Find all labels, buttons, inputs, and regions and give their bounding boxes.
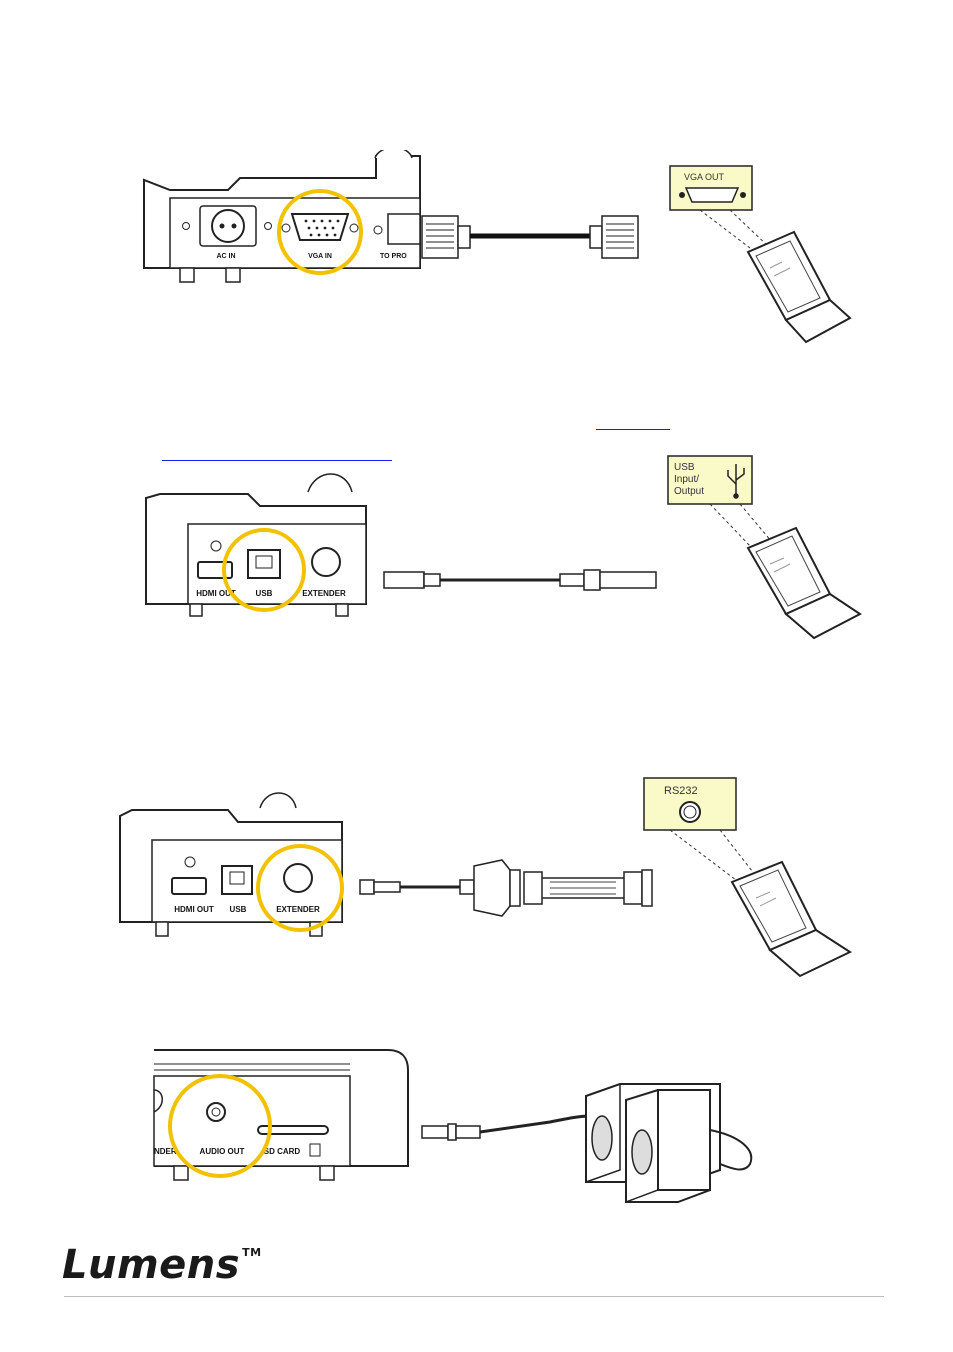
- rs232-label: RS232: [664, 785, 698, 797]
- camera-rear-rs232: HDMI OUT USB EXTENDER: [119, 792, 343, 937]
- usb-callout: USB Input/ Output: [667, 455, 773, 547]
- vga-out-label: VGA OUT: [684, 172, 725, 182]
- link-underline-1[interactable]: [596, 429, 670, 430]
- vga-out-callout: VGA OUT: [669, 165, 771, 249]
- rs232-cable: [359, 859, 653, 917]
- audio-cable: [421, 1114, 591, 1141]
- laptop-icon: [746, 526, 862, 640]
- usb-callout-line2: Input/: [674, 474, 699, 485]
- usb-label: USB: [230, 905, 247, 914]
- camera-rear-audio: NDER AUDIO OUT SD CARD: [153, 1049, 409, 1181]
- usb-connection-illustration: HDMI OUT USB EXTENDER USB Input/ Output: [140, 450, 870, 650]
- rs232-connection-illustration: HDMI OUT USB EXTENDER RS232: [110, 770, 870, 1000]
- camera-rear-usb: HDMI OUT USB EXTENDER: [145, 473, 367, 617]
- vga-connection-illustration: AC IN VGA IN TO PRO VGA OUT: [130, 150, 860, 360]
- usb-callout-line3: Output: [674, 486, 704, 497]
- laptop-icon: [746, 230, 852, 344]
- vga-in-highlight-ring: [277, 189, 363, 275]
- speakers-icon: [585, 1083, 753, 1203]
- vga-cable: [421, 215, 639, 259]
- audio-connection-illustration: NDER AUDIO OUT SD CARD: [150, 1040, 770, 1210]
- extender-label: EXTENDER: [302, 589, 346, 598]
- usb-highlight-ring: [222, 528, 306, 612]
- usb-callout-line1: USB: [674, 462, 695, 473]
- trademark-mark: TM: [242, 1246, 262, 1259]
- brand-name: Lumens: [62, 1242, 241, 1288]
- rs232-callout: RS232: [643, 777, 757, 881]
- laptop-icon: [730, 860, 853, 978]
- to-pro-label: TO PRO: [380, 253, 407, 260]
- link-underline-2[interactable]: [162, 460, 392, 461]
- hdmi-out-label: HDMI OUT: [196, 589, 236, 598]
- sd-card-label: SD CARD: [264, 1147, 301, 1156]
- ac-in-label: AC IN: [216, 253, 235, 260]
- vga-in-label: VGA IN: [308, 253, 332, 260]
- usb-label: USB: [256, 589, 273, 598]
- audio-out-highlight-ring: [168, 1074, 272, 1178]
- hdmi-out-label: HDMI OUT: [174, 905, 214, 914]
- usb-cable: [383, 569, 657, 591]
- extender-highlight-ring: [256, 844, 344, 932]
- audio-out-label: AUDIO OUT: [200, 1147, 245, 1156]
- extender-partial-label: NDER: [154, 1147, 177, 1156]
- extender-label: EXTENDER: [276, 905, 320, 914]
- usb-symbol-icon: [727, 464, 745, 499]
- footer-divider: [64, 1296, 884, 1297]
- camera-rear-vga: AC IN VGA IN TO PRO: [143, 150, 421, 283]
